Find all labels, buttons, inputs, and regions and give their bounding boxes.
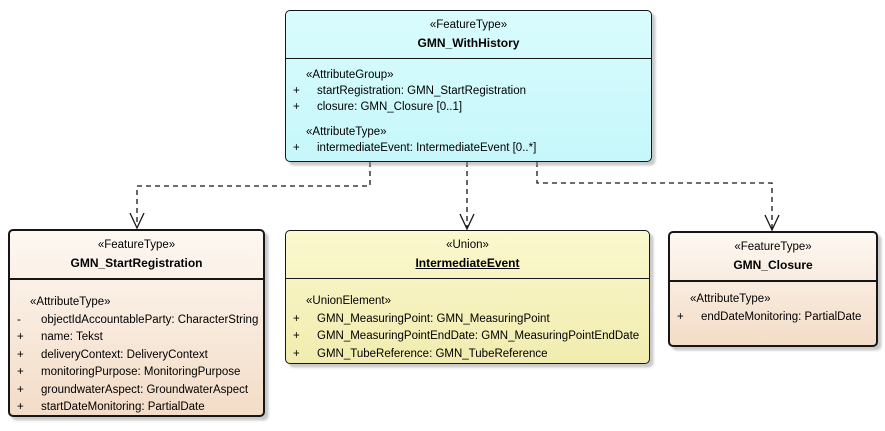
- visibility-symbol: +: [293, 85, 300, 97]
- attribute-text: GMN_MeasuringPoint: GMN_MeasuringPoint: [317, 312, 550, 325]
- arrowhead-to-gmn-closure: [764, 214, 780, 232]
- class-stereotype: «FeatureType»: [97, 239, 176, 251]
- visibility-symbol: +: [293, 347, 300, 360]
- class-header: «FeatureType» GMN_StartRegistration: [10, 231, 263, 280]
- attribute-text: startRegistration: GMN_StartRegistration: [317, 85, 526, 97]
- class-box-intermediateevent[interactable]: «Union» IntermediateEvent «UnionElement»…: [285, 230, 650, 364]
- visibility-symbol: +: [677, 310, 684, 323]
- attribute-text: monitoringPurpose: MonitoringPurpose: [41, 366, 241, 378]
- arrowhead-to-gmn-startregistration: [129, 212, 145, 230]
- attribute-text: endDateMonitoring: PartialDate: [701, 310, 862, 323]
- class-attribute-compartment: «UnionElement» + GMN_MeasuringPoint: GMN…: [286, 279, 649, 363]
- attribute-row: + startDateMonitoring: PartialDate: [10, 399, 263, 415]
- attribute-text: startDateMonitoring: PartialDate: [41, 401, 205, 413]
- class-stereotype: «Union»: [446, 239, 489, 251]
- visibility-symbol: -: [17, 313, 21, 326]
- class-header: «FeatureType» GMN_Closure: [670, 233, 876, 282]
- visibility-symbol: +: [17, 401, 24, 413]
- section-stereotype: «AttributeType»: [30, 296, 111, 308]
- attribute-text: name: Tekst: [41, 331, 103, 343]
- attribute-row: + GMN_MeasuringPointEndDate: GMN_Measuri…: [286, 328, 649, 346]
- attribute-row: + intermediateEvent: IntermediateEvent […: [286, 140, 651, 156]
- class-attribute-compartment: «AttributeType» - objectIdAccountablePar…: [10, 280, 263, 415]
- section-stereotype: «AttributeGroup»: [306, 69, 394, 81]
- attribute-row: + deliveryContext: DeliveryContext: [10, 347, 263, 365]
- class-box-gmn-startregistration[interactable]: «FeatureType» GMN_StartRegistration «Att…: [8, 229, 265, 417]
- attribute-text: closure: GMN_Closure [0..1]: [317, 101, 463, 113]
- attribute-text: groundwaterAspect: GroundwaterAspect: [41, 383, 249, 396]
- section-stereotype: «AttributeType»: [690, 293, 771, 305]
- class-stereotype: «FeatureType»: [429, 19, 508, 31]
- class-box-gmn-withhistory[interactable]: «FeatureType» GMN_WithHistory «Attribute…: [285, 10, 652, 162]
- attribute-row: + endDateMonitoring: PartialDate: [670, 309, 876, 327]
- class-name: IntermediateEvent: [415, 256, 520, 270]
- attribute-row: + monitoringPurpose: MonitoringPurpose: [10, 364, 263, 382]
- class-header: «FeatureType» GMN_WithHistory: [286, 11, 651, 59]
- arrowhead-to-intermediateevent: [459, 213, 475, 231]
- visibility-symbol: +: [17, 366, 24, 378]
- attribute-row: + closure: GMN_Closure [0..1]: [286, 99, 651, 115]
- attribute-row: + groundwaterAspect: GroundwaterAspect: [10, 382, 263, 400]
- visibility-symbol: +: [293, 312, 300, 325]
- visibility-symbol: +: [17, 383, 24, 396]
- attribute-row: + GMN_TubeReference: GMN_TubeReference: [286, 346, 649, 364]
- attribute-row: - objectIdAccountableParty: CharacterStr…: [10, 312, 263, 330]
- attribute-text: GMN_TubeReference: GMN_TubeReference: [317, 347, 548, 360]
- section-stereotype: «AttributeType»: [306, 126, 387, 138]
- attribute-text: deliveryContext: DeliveryContext: [41, 348, 208, 361]
- visibility-symbol: +: [17, 331, 24, 343]
- attribute-row: + name: Tekst: [10, 329, 263, 347]
- attribute-row: + startRegistration: GMN_StartRegistrati…: [286, 83, 651, 99]
- section-stereotype: «UnionElement»: [306, 295, 392, 307]
- class-name: GMN_Closure: [733, 258, 813, 272]
- class-name: GMN_StartRegistration: [70, 256, 203, 270]
- attribute-row: + GMN_MeasuringPoint: GMN_MeasuringPoint: [286, 311, 649, 329]
- class-header: «Union» IntermediateEvent: [286, 231, 649, 279]
- dependency-line-to-gmn-startregistration: [136, 162, 371, 226]
- visibility-symbol: +: [17, 348, 24, 361]
- visibility-symbol: +: [293, 101, 300, 113]
- dependency-line-to-gmn-closure: [536, 162, 773, 228]
- class-box-gmn-closure[interactable]: «FeatureType» GMN_Closure «AttributeType…: [668, 231, 878, 347]
- class-name: GMN_WithHistory: [417, 36, 520, 50]
- attribute-text: intermediateEvent: IntermediateEvent [0.…: [317, 142, 537, 154]
- attribute-text: objectIdAccountableParty: CharacterStrin…: [41, 313, 259, 326]
- attribute-text: GMN_MeasuringPointEndDate: GMN_Measuring…: [317, 330, 640, 342]
- visibility-symbol: +: [293, 142, 300, 154]
- visibility-symbol: +: [293, 330, 300, 342]
- class-stereotype: «FeatureType»: [734, 241, 812, 253]
- class-attribute-compartment: «AttributeType» + endDateMonitoring: Par…: [670, 282, 876, 326]
- class-attribute-compartment: «AttributeGroup» + startRegistration: GM…: [286, 59, 651, 156]
